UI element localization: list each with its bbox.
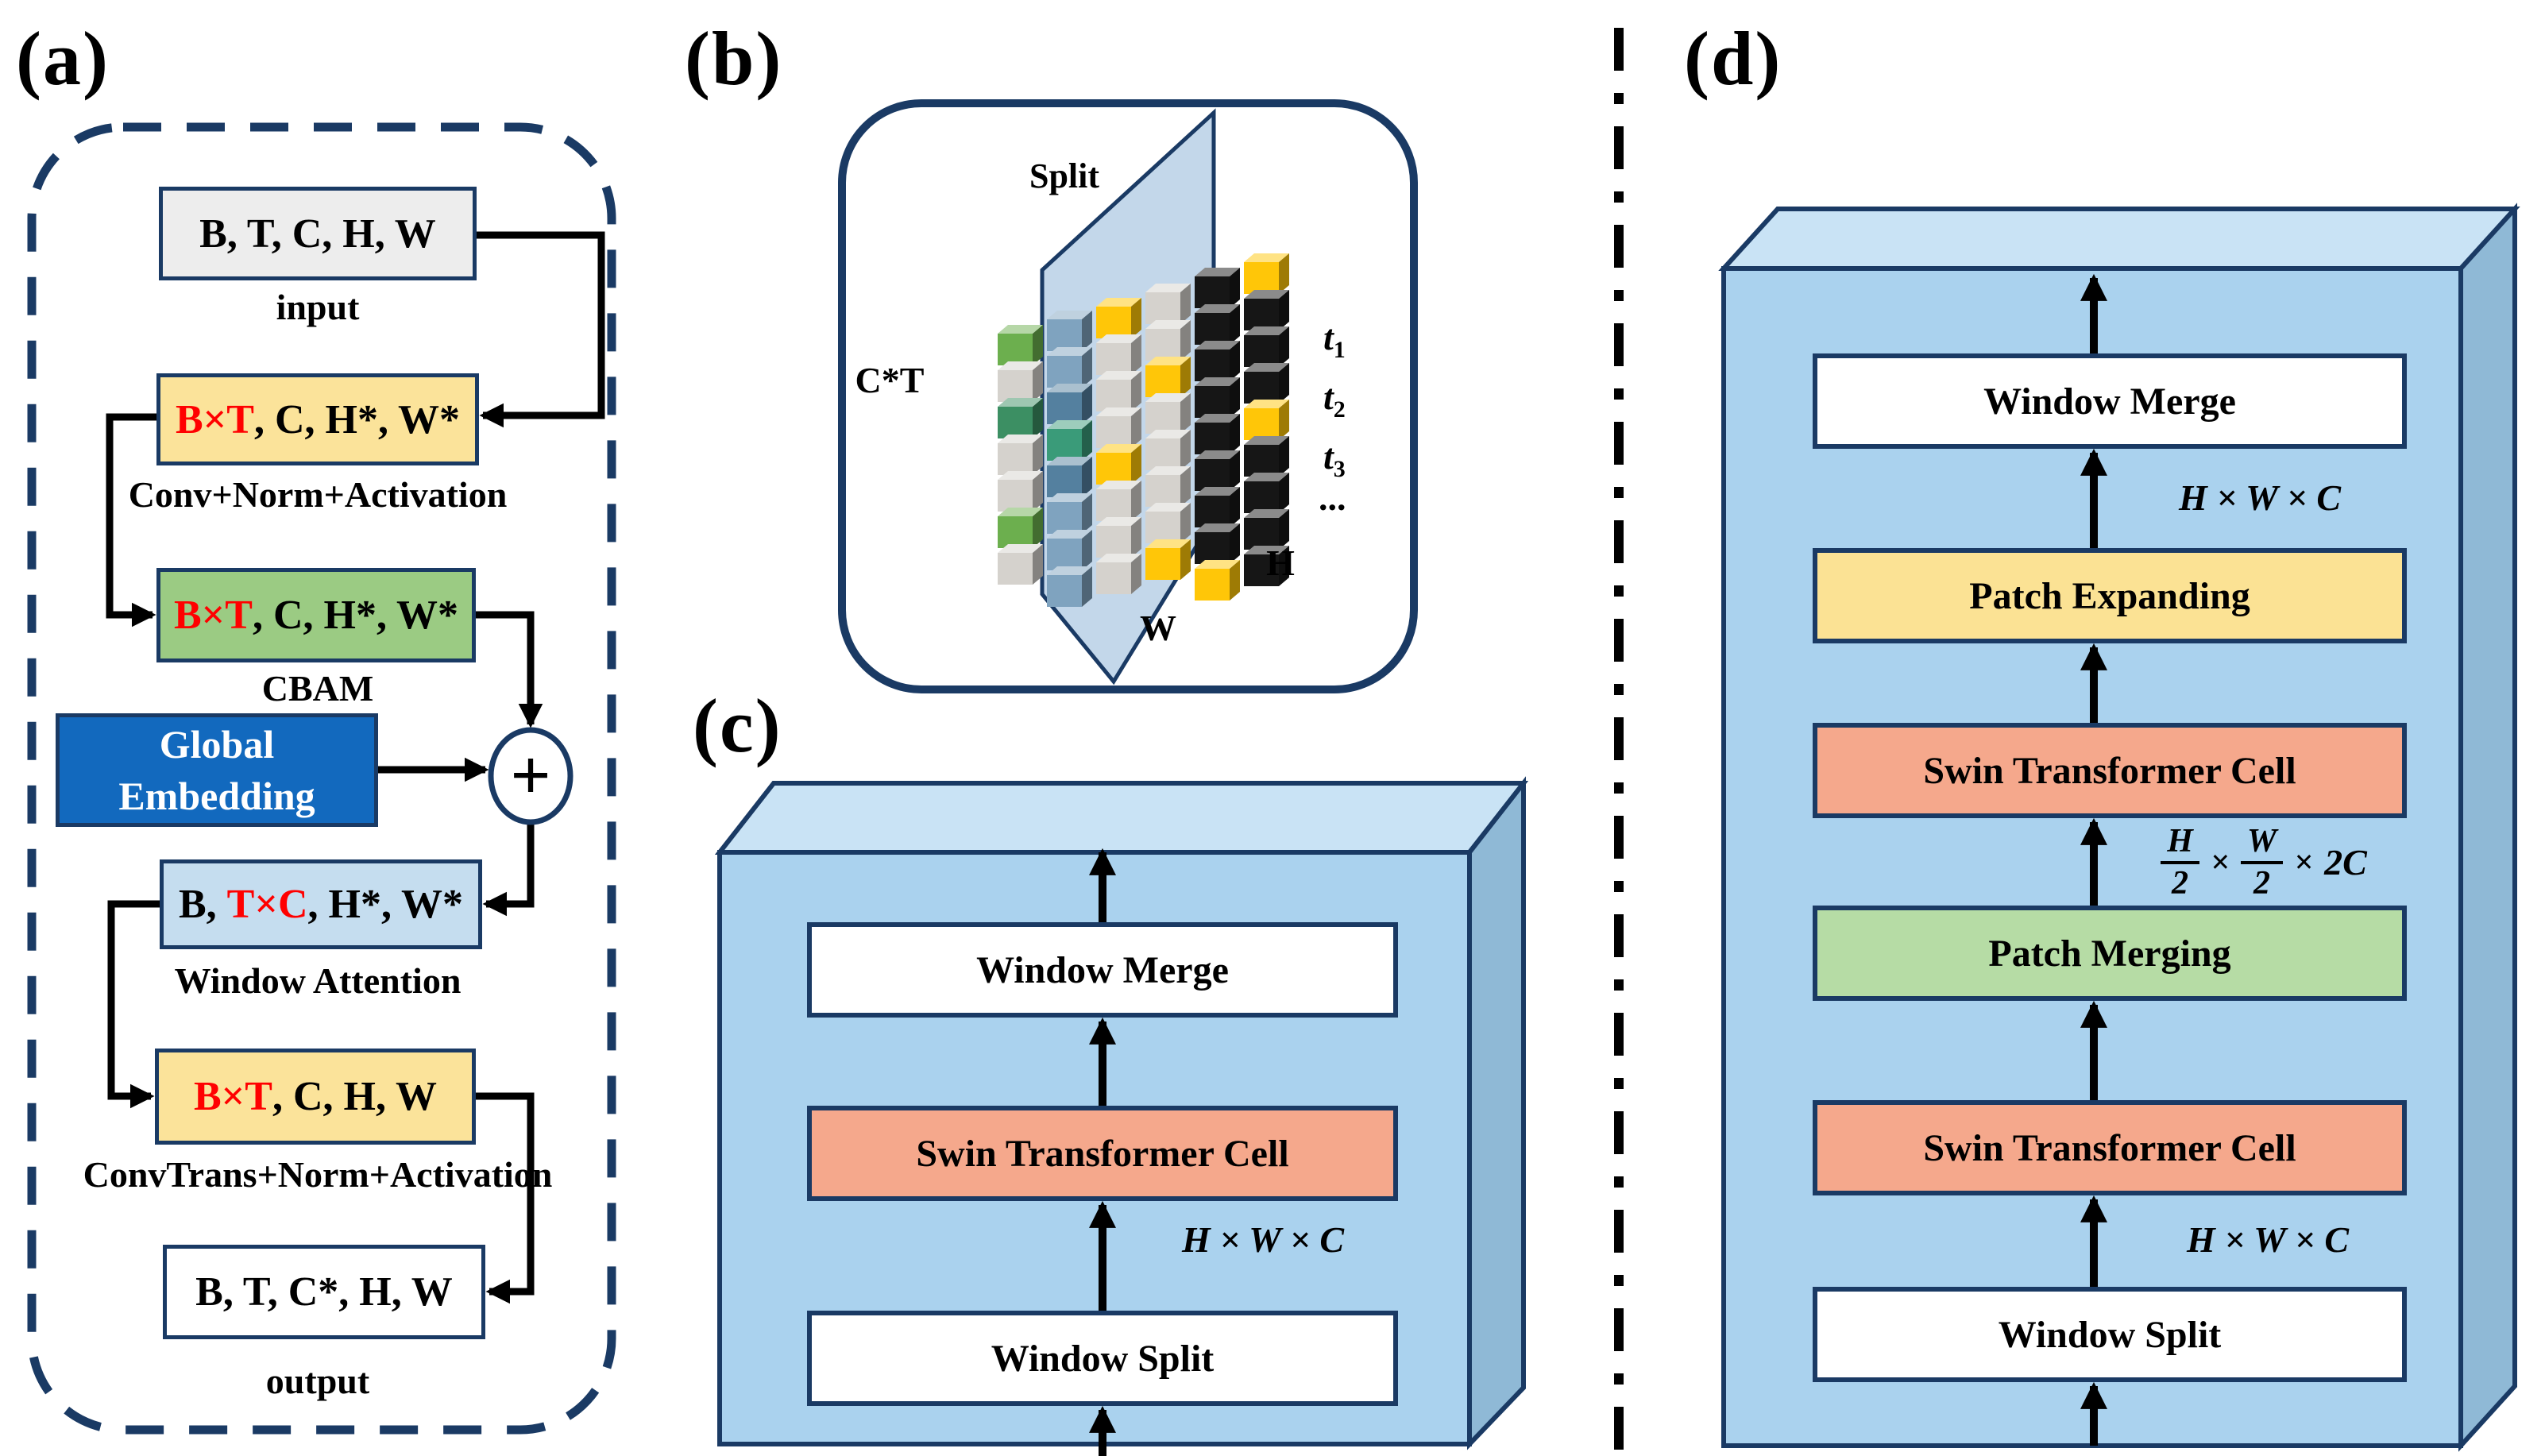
window-merge-box-d: Window Merge	[1813, 353, 2407, 449]
window-attention-caption: Window Attention	[174, 960, 461, 1001]
dim-label-d-bottom: H × W × C	[2186, 1219, 2350, 1260]
cbam-tensor-red: B×T	[173, 593, 253, 638]
conv-caption: Conv+Norm+Activation	[128, 474, 508, 515]
panel-a-tag: (a)	[16, 16, 110, 101]
h-axis-label: H	[1266, 543, 1295, 583]
input-caption: input	[276, 287, 360, 327]
window-merge-box-c: Window Merge	[807, 922, 1398, 1018]
panel-c-slab-side	[1467, 776, 1526, 1450]
swin-transformer-cell-box-c: Swin Transformer Cell	[807, 1106, 1398, 1201]
cbam-caption: CBAM	[261, 668, 374, 709]
panel-d-slab-top	[1718, 207, 2520, 271]
input-tensor-box: B, T, C, H, W	[159, 187, 477, 280]
arrow-conv-to-cbam	[106, 413, 156, 628]
arrow-attention-to-convtrans	[107, 900, 160, 1109]
conv-tensor-red: B×T	[175, 396, 254, 442]
time-label-t3: t3	[1323, 436, 1346, 483]
plus-operator: +	[510, 736, 551, 815]
panel-a-dashed-border	[27, 122, 616, 1435]
global-embedding-box: Global Embedding	[56, 713, 378, 827]
input-tensor-text: B, T, C, H, W	[199, 210, 436, 257]
panel-d-tag: (d)	[1684, 16, 1782, 101]
conv-tensor-box: B×T, C, H*, W*	[156, 373, 479, 465]
window-split-box-d: Window Split	[1813, 1287, 2407, 1382]
output-caption: output	[265, 1361, 370, 1401]
arrow-cbam-to-plus	[476, 611, 543, 728]
panel-b-tag: (b)	[685, 16, 783, 101]
arrow-plus-to-attention	[482, 822, 535, 917]
patch-merging-box: Patch Merging	[1813, 906, 2407, 1001]
time-label-t2: t2	[1323, 377, 1346, 423]
window-split-box-c: Window Split	[807, 1311, 1398, 1406]
convtrans-caption: ConvTrans+Norm+Activation	[83, 1154, 553, 1195]
ct-axis-label: C*T	[855, 360, 925, 400]
cbam-tensor-box: B×T, C, H*, W*	[156, 568, 476, 662]
panel-c-tag: (c)	[693, 683, 782, 768]
split-label: Split	[1029, 156, 1100, 195]
patch-expanding-box: Patch Expanding	[1813, 548, 2407, 643]
dim-label-d-top: H × W × C	[2178, 477, 2342, 518]
feature-cube-stack	[998, 253, 1289, 607]
plus-circle	[488, 727, 573, 825]
convtrans-tensor-red: B×T	[193, 1074, 272, 1119]
arrow-input-to-conv	[477, 231, 605, 428]
arrow-convtrans-to-output	[476, 1092, 535, 1304]
convtrans-tensor-box: B×T, C, H, W	[155, 1049, 476, 1145]
panel-d-slab-side	[2458, 203, 2517, 1452]
dim-label-c: H × W × C	[1181, 1219, 1345, 1260]
output-tensor-text: B, T, C*, H, W	[195, 1269, 453, 1315]
output-tensor-box: B, T, C*, H, W	[163, 1245, 485, 1339]
panel-c-slab-top	[714, 781, 1529, 855]
w-axis-label: W	[1140, 608, 1176, 648]
window-attention-tensor-box: B, T×C, H*, W*	[160, 859, 482, 949]
time-label-t1: t1	[1323, 317, 1346, 364]
swin-transformer-cell-box-d-upper: Swin Transformer Cell	[1813, 723, 2407, 818]
swin-transformer-cell-box-d-lower: Swin Transformer Cell	[1813, 1100, 2407, 1195]
global-embedding-line1: Global	[159, 721, 275, 767]
time-ellipsis-label: ...	[1319, 477, 1346, 518]
global-embedding-line2: Embedding	[118, 773, 315, 818]
window-attention-red: T×C	[226, 882, 308, 927]
panel-a-arrows	[106, 231, 605, 1304]
